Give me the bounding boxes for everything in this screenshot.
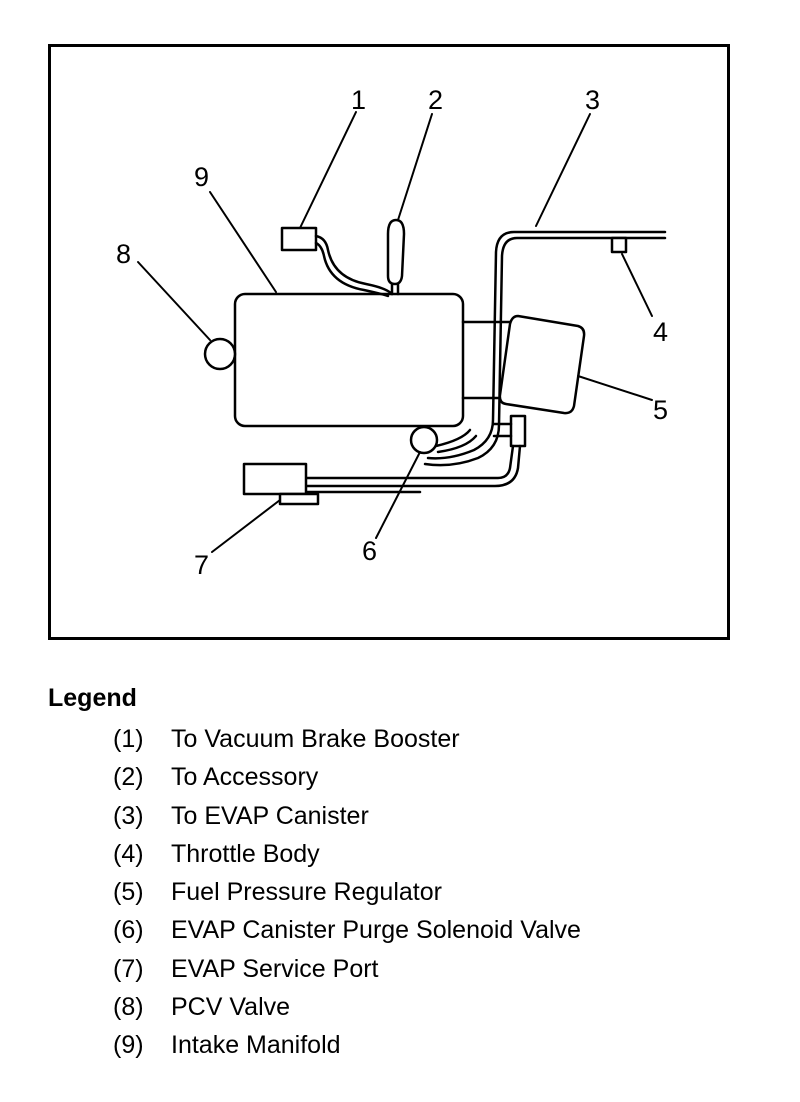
legend-item-number: (8)	[113, 993, 144, 1022]
callout-3: 3	[585, 85, 600, 115]
legend-item: (2) To Accessory	[113, 760, 581, 798]
legend-item-label: To EVAP Canister	[171, 801, 369, 830]
evap-service-port-cap	[278, 492, 320, 506]
callout-9: 9	[194, 162, 209, 192]
evap-canister-tube	[426, 230, 667, 460]
legend-item-label: Intake Manifold	[171, 1031, 341, 1060]
brake-booster-connector	[280, 226, 318, 252]
legend-item: (9) Intake Manifold	[113, 1028, 581, 1066]
evap-service-line	[304, 444, 515, 480]
evap-service-port-shape	[242, 462, 308, 496]
leader-line-4	[621, 253, 653, 317]
regulator-fitting-hose	[492, 422, 513, 438]
legend-item: (4) Throttle Body	[113, 837, 581, 875]
solenoid-hose	[434, 428, 478, 454]
legend-title: Legend	[48, 684, 137, 712]
leader-line-5	[577, 375, 653, 401]
intake-manifold-shape	[233, 292, 465, 428]
legend-list: (1) To Vacuum Brake Booster (2) To Accesso…	[113, 722, 581, 1067]
leader-line-8	[137, 261, 211, 341]
brake-booster-hose-inner	[314, 241, 390, 298]
legend-item-label: PCV Valve	[171, 993, 291, 1022]
legend-item-label: EVAP Service Port	[171, 954, 379, 983]
legend-item: (8) PCV Valve	[113, 990, 581, 1028]
callout-7: 7	[194, 550, 209, 580]
callout-2: 2	[428, 85, 443, 115]
callout-1: 1	[351, 85, 366, 115]
leader-line-7	[211, 499, 281, 553]
legend-item-label: Throttle Body	[171, 839, 320, 868]
legend-item-number: (5)	[113, 878, 144, 907]
legend-item: (5) Fuel Pressure Regulator	[113, 875, 581, 913]
leader-line-1	[299, 111, 357, 229]
callout-8: 8	[116, 239, 131, 269]
pcv-valve-shape	[203, 337, 237, 371]
accessory-hose	[386, 218, 406, 286]
vacuum-hose-diagram: 1 2 3 4 5 6 7 8 9	[116, 85, 668, 580]
diagram-frame	[48, 44, 730, 640]
fuel-pressure-regulator-shape	[498, 314, 586, 415]
legend-item-number: (9)	[113, 1031, 144, 1060]
regulator-fitting	[509, 414, 527, 448]
throttle-body-port	[610, 236, 628, 254]
callout-5: 5	[653, 395, 668, 425]
legend-item-number: (3)	[113, 801, 144, 830]
brake-booster-hose	[314, 234, 394, 296]
legend-item-number: (7)	[113, 954, 144, 983]
legend-item-label: Fuel Pressure Regulator	[171, 878, 442, 907]
legend-item: (3) To EVAP Canister	[113, 799, 581, 837]
legend-item-label: To Accessory	[171, 763, 319, 792]
leader-line-3	[535, 113, 591, 227]
legend-item-number: (6)	[113, 916, 144, 945]
legend-item-label: EVAP Canister Purge Solenoid Valve	[171, 916, 581, 945]
legend-item-number: (1)	[113, 725, 144, 753]
callout-4: 4	[653, 317, 668, 347]
legend-item: (1) To Vacuum Brake Booster	[113, 722, 581, 760]
legend-item-number: (2)	[113, 763, 144, 792]
leader-line-2	[397, 113, 433, 221]
manifold-to-regulator-tube	[461, 320, 512, 400]
leader-line-9	[209, 191, 277, 293]
evap-service-line-inner	[304, 444, 522, 488]
legend-item: (7) EVAP Service Port	[113, 952, 581, 990]
legend-item-label: To Vacuum Brake Booster	[171, 725, 460, 753]
leader-line-6	[375, 451, 421, 539]
accessory-hose-stem	[390, 282, 400, 296]
legend-item-number: (4)	[113, 839, 144, 868]
evap-canister-tube-inner	[423, 236, 667, 467]
legend-item: (6) EVAP Canister Purge Solenoid Valve	[113, 913, 581, 951]
evap-purge-solenoid-shape	[409, 425, 439, 455]
callout-6: 6	[362, 536, 377, 566]
